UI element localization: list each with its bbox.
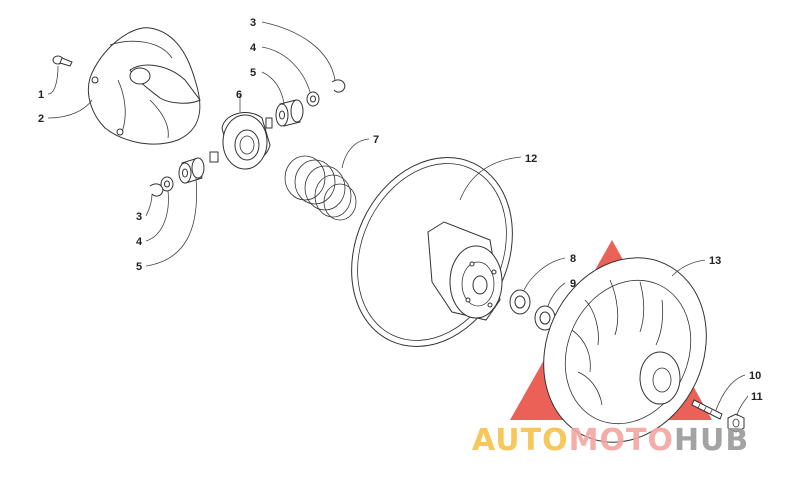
part-stud xyxy=(691,399,723,420)
watermark-logo: AUTOMOTOHUB xyxy=(472,423,749,458)
callout-9: 9 xyxy=(570,278,576,290)
callout-3-bottom: 3 xyxy=(136,211,142,223)
part-roller-top xyxy=(275,99,304,127)
leader-lines xyxy=(47,21,749,417)
callout-7: 7 xyxy=(373,134,379,146)
callout-1: 1 xyxy=(38,89,44,101)
part-sheave xyxy=(351,157,513,347)
watermark-hub-text: HUB xyxy=(674,423,749,458)
callout-2: 2 xyxy=(38,113,44,125)
part-clip-top xyxy=(331,79,346,93)
part-roller-bottom xyxy=(178,157,205,184)
callout-5-top: 5 xyxy=(250,67,256,79)
callout-6: 6 xyxy=(236,89,242,101)
callout-11: 11 xyxy=(751,391,763,403)
part-clip-bottom xyxy=(149,183,164,197)
part-washer-bottom xyxy=(160,176,174,192)
part-washer-8 xyxy=(509,289,531,315)
part-spider-hub xyxy=(209,112,273,170)
svg-text:AUTOMOTOHUB: AUTOMOTOHUB xyxy=(472,423,749,458)
part-spring xyxy=(284,155,357,221)
part-nut xyxy=(727,413,745,433)
part-fixed-sheave xyxy=(543,257,707,443)
part-bolt xyxy=(52,55,73,67)
watermark-moto-text: MOTO xyxy=(569,423,674,458)
callout-5-bottom: 5 xyxy=(136,261,142,273)
part-washer-top xyxy=(306,91,320,107)
callout-3-top: 3 xyxy=(250,17,256,29)
watermark-auto-text: AUTO xyxy=(472,423,569,458)
callout-13: 13 xyxy=(709,255,721,267)
callout-4-bottom: 4 xyxy=(136,236,143,248)
callout-10: 10 xyxy=(749,370,761,382)
part-cover xyxy=(87,27,201,145)
callout-8: 8 xyxy=(570,253,576,265)
callout-labels: 1 2 3 4 5 6 7 12 8 9 13 10 11 3 4 5 xyxy=(38,17,763,403)
callout-4-top: 4 xyxy=(250,42,257,54)
callout-12: 12 xyxy=(525,153,537,165)
